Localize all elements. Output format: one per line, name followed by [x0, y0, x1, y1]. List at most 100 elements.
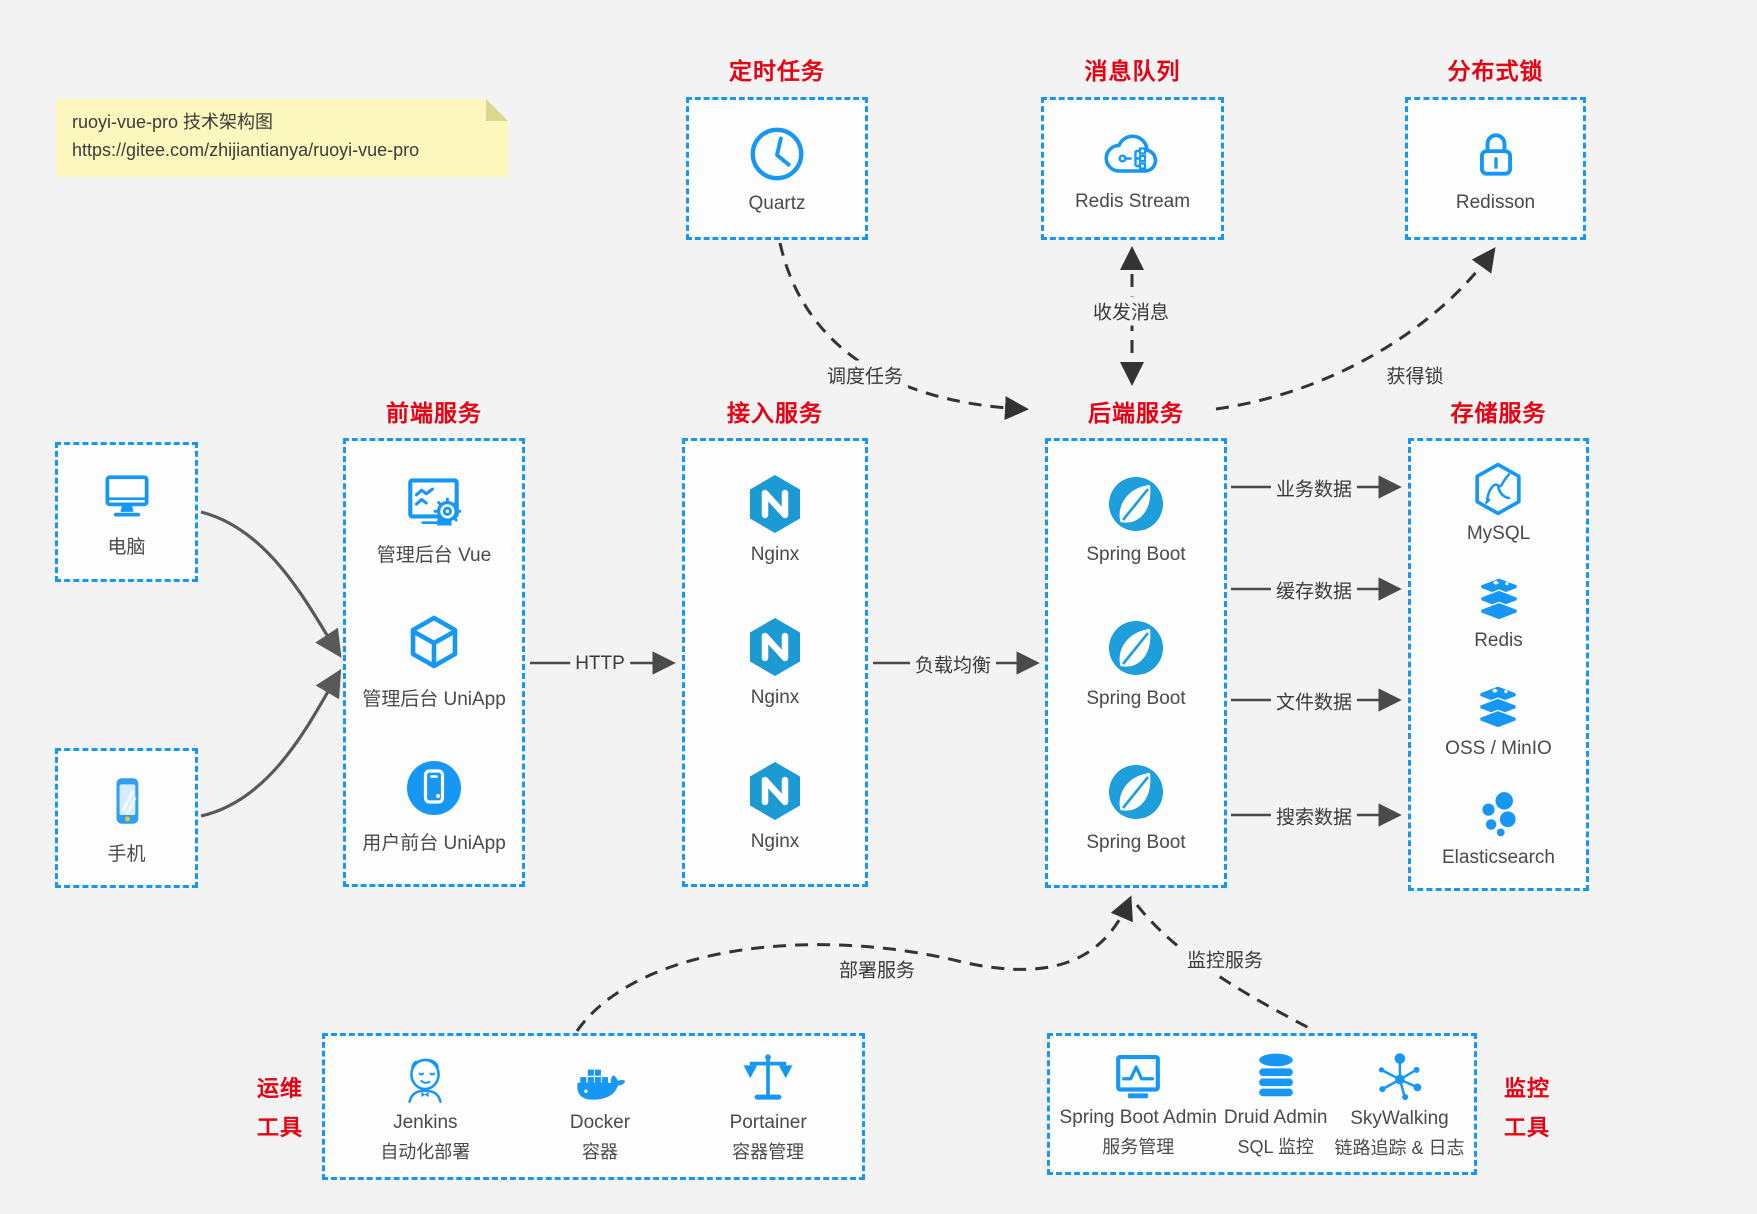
group-title-storage: 存储服务 — [1450, 400, 1547, 426]
group-box-backend: Spring Boot Spring Boot Spring Boot — [1045, 438, 1227, 888]
node-oss-minio: OSS / MinIO — [1445, 679, 1552, 760]
nginx-icon — [750, 618, 800, 677]
node-label: Redis Stream — [1074, 190, 1191, 212]
monitor-chart-icon — [1116, 1055, 1161, 1099]
elasticsearch-icon — [1480, 790, 1517, 838]
node-springboot-1: Spring Boot — [1086, 472, 1186, 566]
node-label: Quartz — [748, 192, 806, 214]
note-title: ruoyi-vue-pro 技术架构图 — [72, 112, 274, 132]
node-redis-stream: Redis Stream — [1075, 125, 1190, 213]
node-label: Docker — [569, 1111, 631, 1133]
group-box-client-phone: 手机 — [55, 748, 198, 888]
group-box-scheduled: Quartz — [686, 97, 868, 240]
scales-icon — [743, 1053, 793, 1100]
node-springboot-admin: Spring Boot Admin 服务管理 — [1060, 1049, 1217, 1159]
group-title-gateway: 接入服务 — [727, 400, 823, 426]
nginx-icon — [750, 474, 800, 533]
note-url: https://gitee.com/zhijiantianya/ruoyi-vu… — [72, 139, 420, 160]
node-label: Spring Boot Admin — [1059, 1107, 1217, 1128]
node-admin-uniapp: 管理后台 UniApp — [362, 612, 506, 711]
node-nginx-1: Nginx — [743, 472, 807, 566]
nginx-icon — [750, 762, 800, 821]
admin-dashboard-icon — [408, 477, 462, 526]
node-label: 管理后台 UniApp — [362, 688, 506, 710]
node-admin-vue: 管理后台 Vue — [377, 470, 491, 567]
node-nginx-2: Nginx — [743, 615, 807, 709]
node-label: Spring Boot — [1086, 544, 1186, 565]
node-label: MySQL — [1466, 523, 1531, 545]
node-user-uniapp: 用户前台 UniApp — [362, 756, 506, 855]
lock-icon — [1479, 132, 1512, 176]
monitor-title-line1: 监控 — [1503, 1076, 1550, 1101]
node-redis: Redis — [1471, 571, 1527, 652]
node-sublabel: 容器管理 — [732, 1141, 805, 1162]
group-box-mq: Redis Stream — [1041, 97, 1224, 240]
spring-icon — [1108, 477, 1163, 531]
node-label: Elasticsearch — [1442, 846, 1555, 868]
node-elasticsearch: Elasticsearch — [1442, 786, 1555, 869]
node-sublabel: 链路追踪 & 日志 — [1334, 1138, 1465, 1158]
group-title-scheduled: 定时任务 — [729, 58, 825, 84]
node-nginx-3: Nginx — [743, 759, 807, 853]
node-druid: Druid Admin SQL 监控 — [1224, 1049, 1327, 1159]
edge-label-cache-data: 缓存数据 — [1270, 575, 1358, 605]
node-label: 手机 — [107, 843, 146, 865]
node-jenkins: Jenkins 自动化部署 — [380, 1050, 470, 1164]
node-phone: 手机 — [99, 771, 155, 866]
mobile-app-icon — [406, 761, 461, 816]
node-label: 电脑 — [107, 536, 146, 558]
monitor-title-line2: 工具 — [1503, 1114, 1550, 1140]
group-box-gateway: Nginx Nginx Nginx — [682, 438, 868, 887]
edge-phone-to-frontend — [200, 668, 342, 818]
node-label: Redisson — [1455, 191, 1536, 213]
edge-label-business-data: 业务数据 — [1270, 473, 1358, 503]
clock-icon — [750, 127, 804, 180]
smartphone-icon — [116, 777, 138, 824]
cloud-share-icon — [1104, 133, 1158, 173]
ops-title-line2: 工具 — [256, 1114, 303, 1140]
edge-label-deploy-service: 部署服务 — [833, 954, 921, 984]
group-title-mq: 消息队列 — [1084, 58, 1181, 84]
edge-label-acquire-lock: 获得锁 — [1381, 360, 1449, 390]
spring-icon — [1108, 621, 1163, 675]
node-label: Jenkins — [393, 1111, 458, 1133]
docker-whale-icon — [577, 1069, 626, 1100]
edge-label-send-receive-msg: 收发消息 — [1087, 296, 1175, 326]
node-docker: Docker 容器 — [569, 1050, 631, 1164]
group-title-lock: 分布式锁 — [1447, 58, 1544, 84]
database-icon — [1258, 1053, 1293, 1097]
node-label: Portainer — [729, 1111, 807, 1133]
edge-label-file-data: 文件数据 — [1270, 686, 1358, 716]
node-label: Spring Boot — [1086, 688, 1186, 709]
node-label: SkyWalking — [1350, 1108, 1449, 1129]
group-box-client-pc: 电脑 — [55, 442, 198, 582]
node-mysql: MySQL — [1467, 460, 1530, 545]
edge-label-http: HTTP — [570, 652, 630, 676]
jenkins-icon — [408, 1058, 442, 1103]
edge-label-load-balance: 负载均衡 — [909, 649, 997, 679]
node-portainer: Portainer 容器管理 — [730, 1050, 807, 1164]
node-sublabel: 服务管理 — [1102, 1137, 1175, 1157]
node-label: Nginx — [750, 687, 800, 709]
edge-label-schedule-task: 调度任务 — [821, 360, 909, 390]
group-box-lock: Redisson — [1405, 97, 1586, 240]
edge-label-monitor-service: 监控服务 — [1181, 944, 1269, 974]
edge-label-search-data: 搜索数据 — [1270, 801, 1358, 831]
edge-acquire-lock — [1215, 247, 1496, 411]
group-box-frontend: 管理后台 Vue 管理后台 UniApp 用户前台 UniApp — [343, 438, 525, 887]
stack-icon — [1479, 684, 1518, 729]
node-label: OSS / MinIO — [1445, 737, 1552, 759]
ops-title-line1: 运维 — [256, 1076, 303, 1101]
node-sublabel: 容器 — [581, 1141, 618, 1162]
group-box-ops: Jenkins 自动化部署 Docker 容器 — [322, 1033, 865, 1180]
topology-icon — [1379, 1053, 1422, 1101]
node-sublabel: SQL 监控 — [1237, 1137, 1314, 1157]
group-title-frontend: 前端服务 — [386, 400, 482, 426]
group-box-monitor: Spring Boot Admin 服务管理 Druid Admin SQL 监… — [1047, 1033, 1477, 1175]
mysql-icon — [1475, 462, 1522, 516]
desktop-icon — [104, 474, 149, 517]
cube-icon — [410, 615, 458, 669]
node-label: Redis — [1474, 630, 1523, 652]
group-box-storage: MySQL Redis — [1408, 438, 1589, 891]
